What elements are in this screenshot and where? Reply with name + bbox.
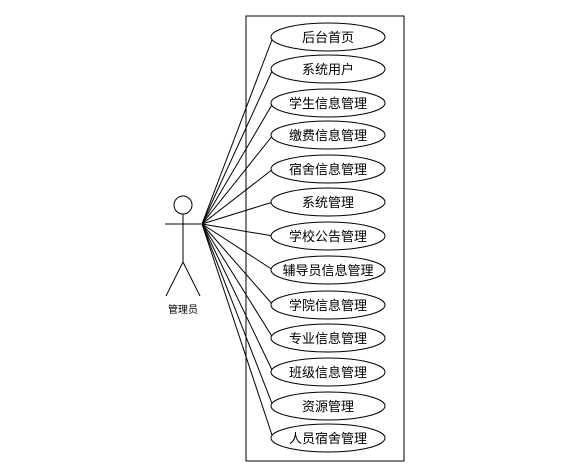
actor-right-leg [182, 261, 201, 297]
association-line [201, 134, 274, 225]
use-case-label: 学生信息管理 [289, 96, 367, 112]
use-case: 学院信息管理 [270, 290, 386, 320]
use-case-ellipse [270, 221, 386, 251]
actor-figure [165, 195, 201, 297]
association-line [201, 201, 274, 225]
use-case-ellipse [270, 154, 386, 184]
use-case-label: 缴费信息管理 [289, 128, 367, 144]
association-line [201, 223, 274, 407]
use-case-ellipse [270, 323, 386, 353]
association-line [201, 36, 274, 225]
use-case-label: 班级信息管理 [289, 365, 367, 381]
use-case-ellipse [270, 88, 386, 118]
use-case-ellipse [270, 187, 386, 217]
use-case: 人员宿舍管理 [270, 423, 386, 453]
association-line [201, 223, 274, 306]
system-boundary [245, 15, 405, 462]
use-case-list: 后台首页系统用户学生信息管理缴费信息管理宿舍信息管理系统管理学校公告管理辅导员信… [270, 22, 386, 453]
use-case: 宿舍信息管理 [270, 154, 386, 184]
use-case-ellipse [270, 255, 386, 285]
association-line [201, 168, 274, 225]
actor-left-leg [165, 261, 184, 297]
actor-head [173, 195, 193, 215]
use-case-ellipse [270, 391, 386, 421]
use-case-ellipse [270, 120, 386, 150]
use-case: 学校公告管理 [270, 221, 386, 251]
association-line [201, 223, 274, 439]
use-case-label: 系统管理 [302, 196, 354, 211]
use-case-label: 学校公告管理 [289, 229, 367, 245]
use-case: 学生信息管理 [270, 88, 386, 118]
use-case: 缴费信息管理 [270, 120, 386, 150]
use-case-ellipse [270, 290, 386, 320]
association-line [201, 223, 274, 271]
association-line [201, 102, 274, 225]
association-line [201, 68, 274, 225]
association-line [201, 223, 274, 339]
use-case: 班级信息管理 [270, 357, 386, 387]
use-case: 资源管理 [270, 391, 386, 421]
use-case-label: 专业信息管理 [289, 331, 367, 347]
use-case-label: 学院信息管理 [289, 298, 367, 314]
use-case-label: 后台首页 [302, 31, 354, 46]
use-case: 后台首页 [270, 22, 386, 52]
use-case-ellipse [270, 423, 386, 453]
use-case-ellipse [270, 54, 386, 84]
use-case-label: 辅导员信息管理 [282, 263, 373, 279]
use-case-label: 系统用户 [302, 62, 354, 78]
use-case: 系统管理 [270, 187, 386, 217]
use-case-ellipse [270, 22, 386, 52]
association-lines [201, 36, 274, 439]
use-case-label: 人员宿舍管理 [289, 431, 367, 447]
actor-label: 管理员 [168, 303, 198, 316]
use-case: 辅导员信息管理 [270, 255, 386, 285]
association-line [201, 223, 274, 237]
use-case: 专业信息管理 [270, 323, 386, 353]
use-case-label: 资源管理 [302, 400, 354, 415]
use-case: 系统用户 [270, 54, 386, 84]
association-line [201, 223, 274, 373]
use-case-ellipse [270, 357, 386, 387]
use-case-label: 宿舍信息管理 [289, 162, 367, 178]
